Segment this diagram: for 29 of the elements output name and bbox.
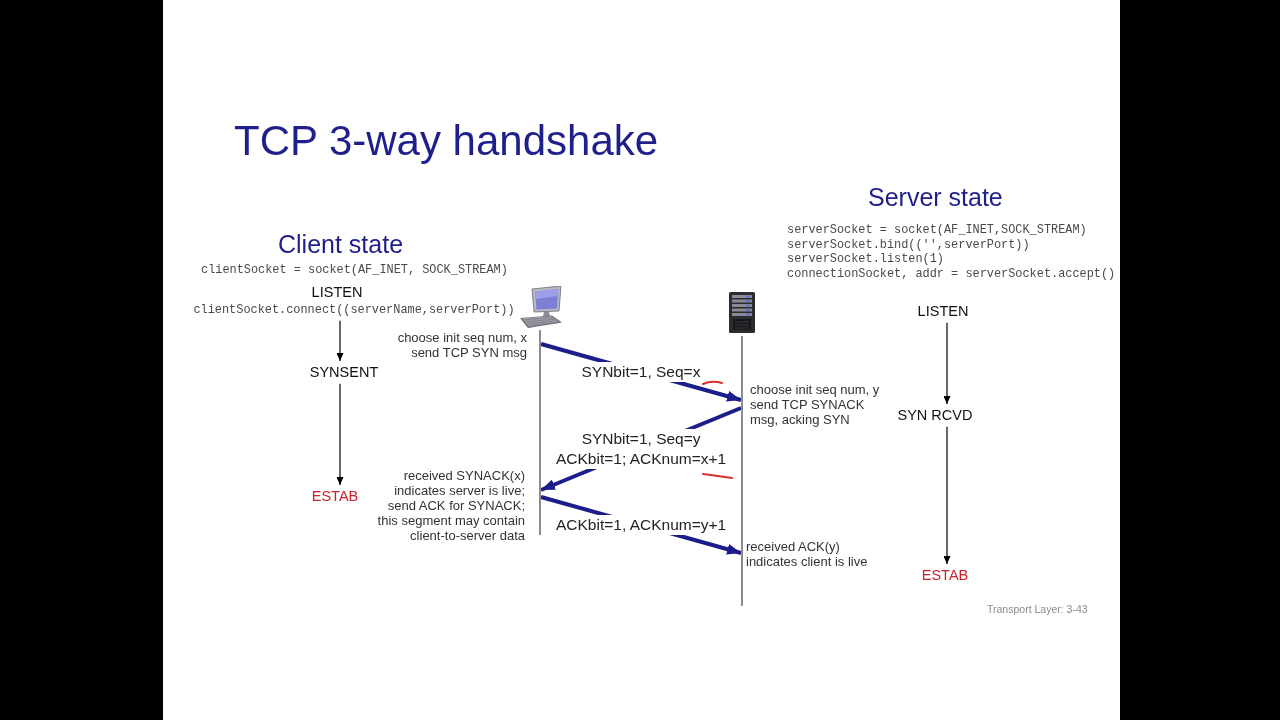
state-label: ESTAB <box>921 567 969 584</box>
note-text: choose init seq num, y send TCP SYNACK msg, acking SYN <box>750 383 880 428</box>
arrow <box>336 320 344 362</box>
lifeline <box>539 330 541 535</box>
edge-label: ACKbit=1, ACKnum=y+1 <box>554 515 729 535</box>
code-line: serverSocket.bind(('',serverPort)) <box>787 238 1030 253</box>
arrow <box>943 322 951 405</box>
state-label: LISTEN <box>311 284 363 301</box>
page-number: Transport Layer: 3-43 <box>987 603 1088 616</box>
lifeline <box>741 336 743 606</box>
code-line: serverSocket = socket(AF_INET,SOCK_STREAM) <box>787 224 1087 238</box>
edge-label: SYNbit=1, Seq=x <box>579 362 703 382</box>
state-label: SYN RCVD <box>897 407 973 424</box>
arrow <box>943 426 951 565</box>
code-line: connectionSocket, addr = serverSocket.accept() <box>787 267 1116 282</box>
note-text: choose init seq num, x send TCP SYN msg <box>397 331 527 361</box>
edge-label: SYNbit=1, Seq=y ACKbit=1; ACKnum=x+1 <box>554 429 729 469</box>
note-text: received SYNACK(x) indicates server is live; send ACK for SYNACK; this segment may contain client-to-server data <box>377 469 525 544</box>
code-line: clientSocket.connect((serverName,serverPort)) <box>193 304 515 318</box>
arrow <box>336 383 344 486</box>
state-label: SYNSENT <box>309 364 379 381</box>
state-label: ESTAB <box>311 488 359 505</box>
column-heading: Server state <box>868 183 1003 212</box>
slide-title: TCP 3-way handshake <box>234 117 659 166</box>
state-label: LISTEN <box>917 303 969 320</box>
code-line: clientSocket = socket(AF_INET, SOCK_STREAM) <box>201 264 508 278</box>
note-text: received ACK(y) indicates client is live <box>746 540 868 570</box>
code-line: serverSocket.listen(1) <box>787 253 944 267</box>
column-heading: Client state <box>278 230 404 259</box>
